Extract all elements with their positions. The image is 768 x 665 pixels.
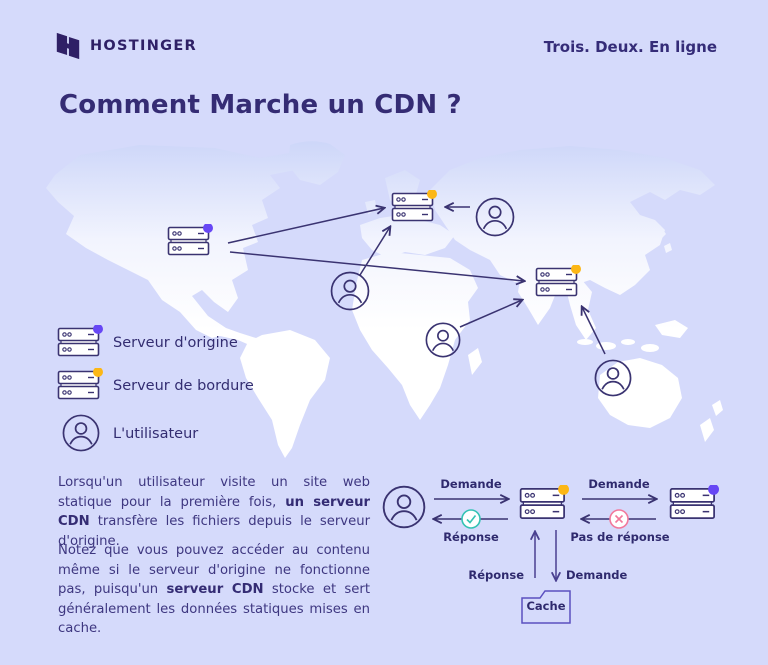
cross-icon	[609, 509, 629, 529]
paragraph-2: Notez que vous pouvez accéder au contenu…	[58, 541, 370, 639]
user-icon-russia	[475, 197, 515, 237]
cache-arrows	[535, 530, 556, 580]
user-icon-west-africa	[330, 271, 370, 311]
paragraph-1: Lorsqu'un utilisateur visite un site web…	[58, 473, 370, 551]
user-icon-australia	[594, 359, 632, 397]
label-request-user-cdn: Demande	[440, 477, 502, 491]
legend-user-icon	[62, 414, 100, 452]
flow-cdn-server-icon	[519, 485, 569, 520]
paragraph-2-text: Notez que vous pouvez accéder au contenu…	[58, 543, 370, 598]
continents	[46, 141, 723, 458]
legend-label-origin: Serveur d'origine	[113, 335, 238, 351]
legend-label-user: L'utilisateur	[113, 426, 199, 442]
label-response-cache: Réponse	[468, 568, 524, 582]
map-arrows	[227, 207, 606, 355]
legend-edge-server-icon	[57, 368, 103, 400]
flow-diagram	[380, 460, 768, 624]
hostinger-logo-icon	[56, 32, 80, 60]
paragraph-1-text-after: transfère les fichiers depuis le serveur…	[58, 514, 370, 549]
legend-origin-server-icon	[57, 325, 103, 357]
legend-label-edge: Serveur de bordure	[113, 378, 254, 394]
cache-label: Cache	[526, 599, 566, 613]
brand-name: HOSTINGER	[90, 38, 197, 54]
user-icon-east-africa	[425, 322, 461, 358]
world-map	[46, 141, 723, 458]
label-request-cache: Demande	[566, 568, 628, 582]
edge-server-icon-europe	[391, 190, 437, 222]
paragraph-1-text: Lorsqu'un utilisateur visite un site web…	[58, 475, 370, 510]
tagline: Trois. Deux. En ligne	[543, 38, 717, 56]
page-title: Comment Marche un CDN ?	[59, 90, 462, 120]
paragraph-2-text-after: stocke et sert généralement les données …	[58, 582, 371, 637]
cache-folder-icon	[521, 590, 571, 624]
label-request-cdn-origin: Demande	[588, 477, 650, 491]
edge-server-icon-asia	[535, 265, 581, 297]
origin-server-icon	[167, 224, 213, 256]
paragraph-1-bold: un serveur CDN	[58, 494, 370, 530]
check-icon	[461, 509, 481, 529]
label-response-cdn-user: Réponse	[443, 530, 499, 544]
label-no-response: Pas de réponse	[570, 530, 670, 544]
flow-origin-server-icon	[669, 485, 719, 520]
brand-logo: HOSTINGER	[55, 32, 197, 60]
flow-user-icon	[382, 485, 426, 529]
paragraph-2-bold: serveur CDN	[166, 582, 264, 598]
